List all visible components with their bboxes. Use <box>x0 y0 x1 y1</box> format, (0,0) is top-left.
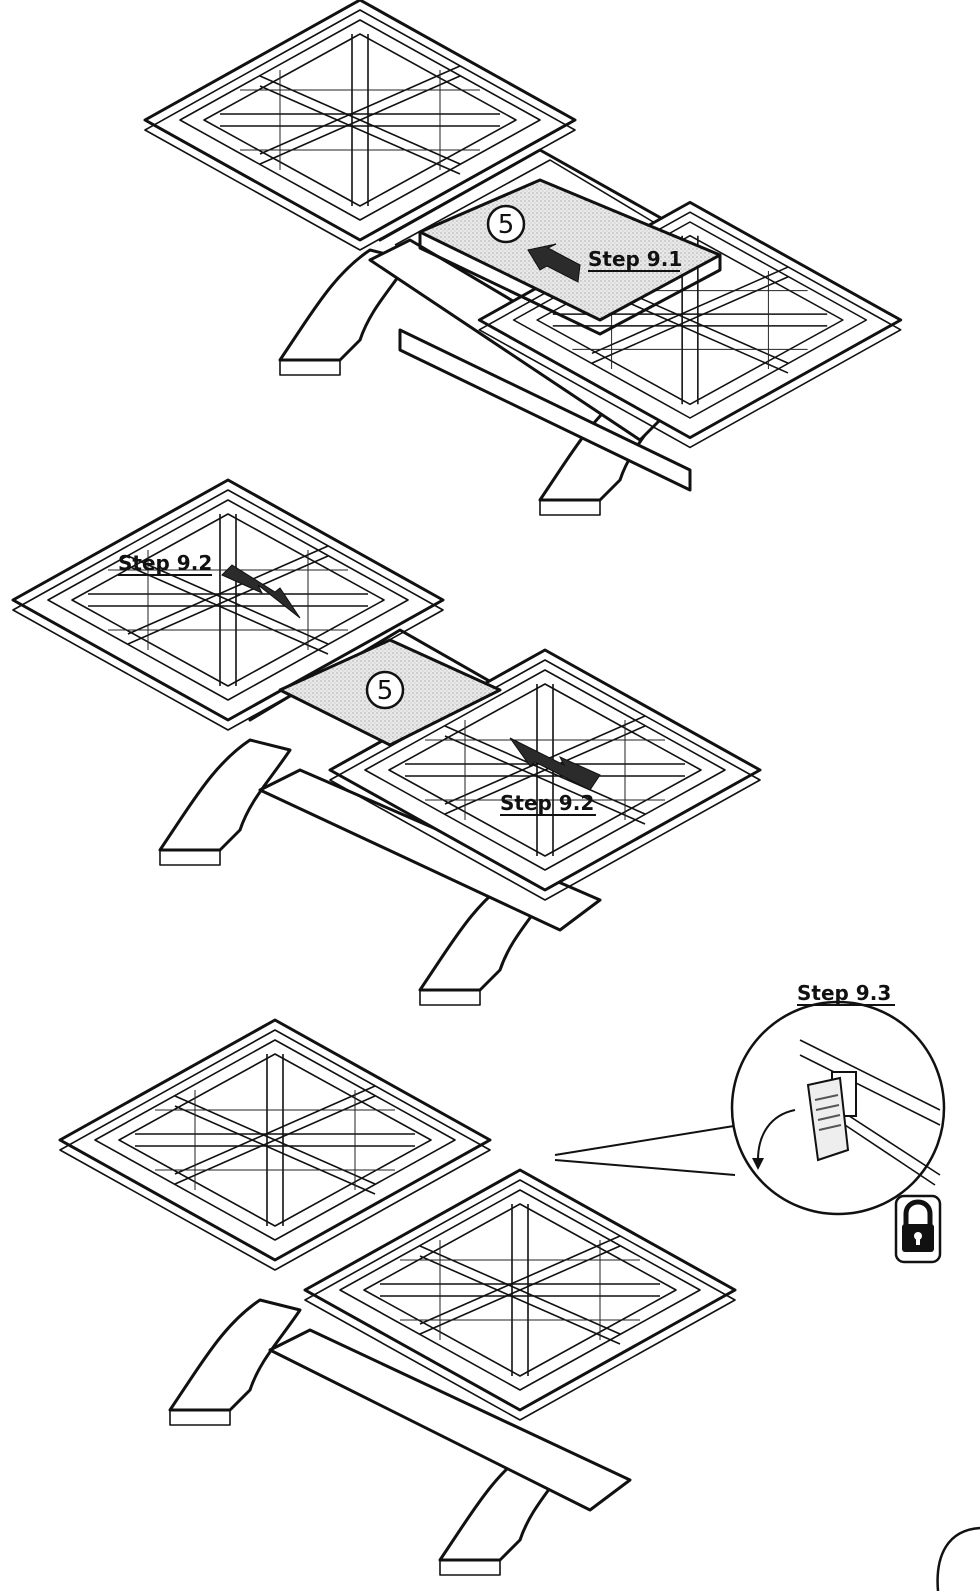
stage-step-9-3: Step 9.3 <box>58 981 946 1577</box>
step-label-9-1: Step 9.1 <box>588 247 682 271</box>
step-label-9-2-left: Step 9.2 <box>118 551 212 575</box>
stage-step-9-1: 5 Step 9.1 <box>143 0 903 517</box>
part-number: 5 <box>377 676 394 706</box>
step-label-9-2-right: Step 9.2 <box>500 791 594 815</box>
push-arrow-icon <box>527 243 581 283</box>
latch-detail-callout <box>730 1000 946 1216</box>
part-number: 5 <box>498 210 515 240</box>
push-arrow-icon <box>509 737 601 791</box>
page-number-circle <box>936 1526 980 1591</box>
part-number-badge <box>365 670 405 710</box>
push-arrow-icon <box>221 564 301 619</box>
step-label-9-3: Step 9.3 <box>797 981 891 1005</box>
lock-icon <box>894 1194 942 1264</box>
part-number-badge <box>486 204 526 244</box>
stage-step-9-2: 5 Step 9.2 Step 9.2 <box>11 478 762 1007</box>
rotate-arrow-icon <box>757 1109 796 1161</box>
